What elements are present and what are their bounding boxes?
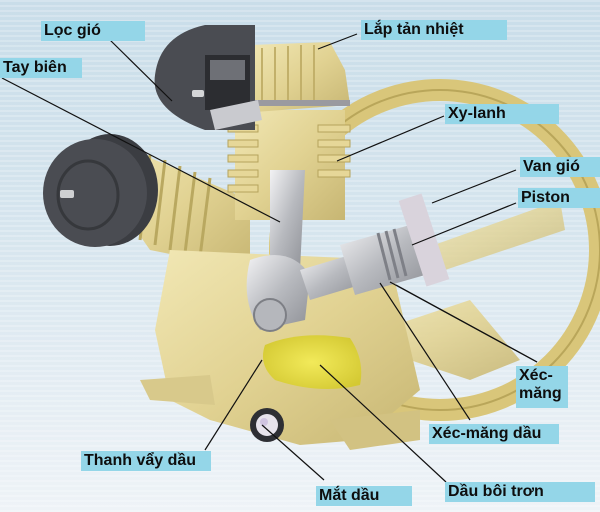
label-lubricating-oil: Dầu bôi trơn (445, 482, 595, 502)
left-air-filter (43, 134, 158, 247)
label-heat-sink: Lắp tản nhiệt (361, 20, 507, 40)
label-oil-ring: Xéc-măng dầu (429, 424, 559, 444)
label-air-valve: Van gió (520, 157, 600, 177)
label-oil-sight-glass: Mắt dầu (316, 486, 412, 506)
top-air-filter (154, 25, 262, 130)
cylinder-head (250, 42, 350, 112)
label-air-filter: Lọc gió (41, 21, 145, 41)
label-connecting-rod: Tay biên (0, 58, 82, 78)
oil-sight-glass (250, 408, 284, 442)
label-piston: Piston (518, 188, 600, 208)
label-piston-ring-line2: măng (519, 385, 562, 402)
lubricating-oil (262, 335, 362, 389)
label-oil-dipper: Thanh vẩy dầu (81, 451, 211, 471)
label-piston-ring: Xéc- măng (516, 366, 568, 408)
leader-lines (1, 33, 538, 483)
label-cylinder: Xy-lanh (445, 104, 559, 124)
label-piston-ring-line1: Xéc- (519, 367, 553, 384)
connecting-rod (246, 170, 310, 332)
